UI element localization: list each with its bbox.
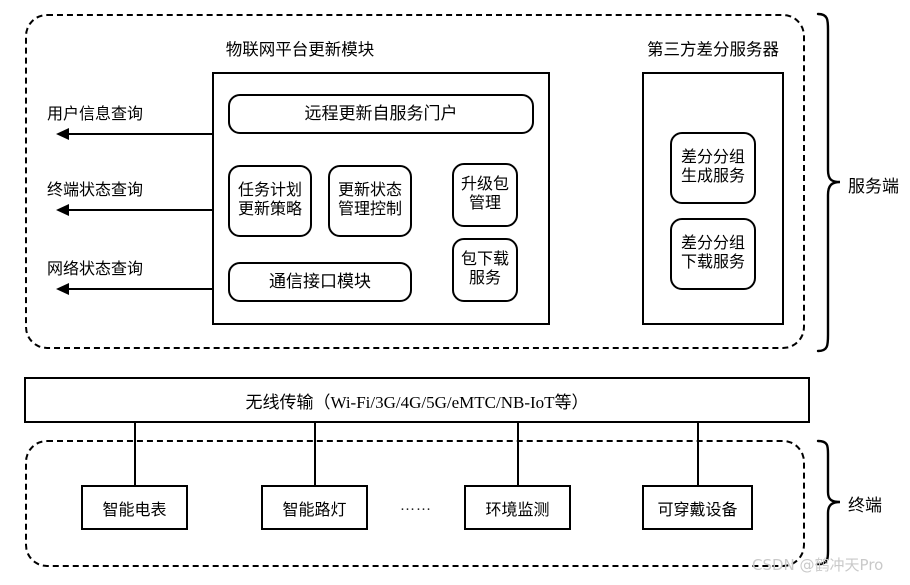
platform-section-title: 物联网平台更新模块 — [225, 40, 375, 59]
query-label-network-state: 网络状态查询 — [47, 261, 144, 278]
update-state-control-box[interactable]: 更新状态 管理控制 — [328, 165, 412, 237]
task-plan-line-1: 任务计划 — [237, 182, 302, 200]
upgrade-pkg-line-1: 升级包 — [460, 176, 509, 194]
terminal-device-label-1: 智能电表 — [102, 501, 167, 519]
diff-group-generation-service-box[interactable]: 差分分组 生成服务 — [670, 132, 756, 204]
terminal-device-box-2[interactable]: 智能路灯 — [261, 485, 368, 530]
terminal-device-label-4: 可穿戴设备 — [657, 501, 738, 519]
connector-line-terminal-1 — [134, 423, 136, 485]
terminal-device-box-3[interactable]: 环境监测 — [464, 485, 571, 530]
diff-gen-line-2: 生成服务 — [680, 168, 745, 185]
diff-gen-line-1: 差分分组 — [680, 149, 745, 167]
watermark-text: CSDN @鹤冲天Pro — [752, 556, 884, 574]
query-arrowhead-terminal-state — [56, 204, 69, 216]
wireless-transport-bar: 无线传输（Wi-Fi/3G/4G/5G/eMTC/NB-IoT等） — [24, 377, 810, 423]
query-line-terminal-state — [68, 209, 213, 211]
server-side-brace — [816, 12, 841, 353]
query-label-terminal-state: 终端状态查询 — [47, 182, 144, 199]
group-label-server-side: 服务端 — [848, 177, 899, 196]
connector-line-terminal-3 — [517, 423, 519, 485]
terminal-device-box-4[interactable]: 可穿戴设备 — [642, 485, 753, 530]
package-download-service-box[interactable]: 包下载 服务 — [452, 238, 518, 302]
query-arrowhead-network-state — [56, 283, 69, 295]
upgrade-pkg-line-2: 管理 — [468, 195, 501, 212]
query-label-user-info: 用户信息查询 — [47, 106, 144, 123]
terminal-ellipsis: …… — [400, 498, 432, 514]
update-state-line-2: 管理控制 — [337, 201, 402, 218]
query-arrowhead-user-info — [56, 128, 69, 140]
group-label-terminal: 终端 — [848, 496, 882, 515]
diff-dl-line-1: 差分分组 — [680, 235, 745, 253]
pkg-download-line-1: 包下载 — [460, 251, 509, 269]
server-side-dashed-container — [25, 14, 805, 349]
upgrade-package-management-box[interactable]: 升级包 管理 — [452, 163, 518, 227]
update-state-line-1: 更新状态 — [337, 182, 402, 200]
terminal-side-brace — [816, 439, 841, 566]
query-line-user-info — [68, 133, 213, 135]
pkg-download-line-2: 服务 — [468, 270, 501, 287]
third-party-section-title: 第三方差分服务器 — [647, 40, 779, 59]
diff-group-download-service-box[interactable]: 差分分组 下载服务 — [670, 218, 756, 290]
task-plan-line-2: 更新策略 — [237, 201, 302, 218]
task-plan-policy-box[interactable]: 任务计划 更新策略 — [228, 165, 312, 237]
query-line-network-state — [68, 288, 213, 290]
remote-update-portal-box[interactable]: 远程更新自服务门户 — [228, 94, 534, 134]
wireless-transport-label: 无线传输（Wi-Fi/3G/4G/5G/eMTC/NB-IoT等） — [245, 392, 589, 412]
connector-line-terminal-2 — [314, 423, 316, 485]
terminal-device-label-3: 环境监测 — [485, 501, 550, 519]
terminal-device-box-1[interactable]: 智能电表 — [81, 485, 188, 530]
diff-dl-line-2: 下载服务 — [680, 254, 745, 271]
terminal-device-label-2: 智能路灯 — [282, 501, 347, 519]
connector-line-terminal-4 — [697, 423, 699, 485]
terminal-side-dashed-container — [25, 440, 805, 567]
communication-interface-module-box[interactable]: 通信接口模块 — [228, 262, 412, 302]
